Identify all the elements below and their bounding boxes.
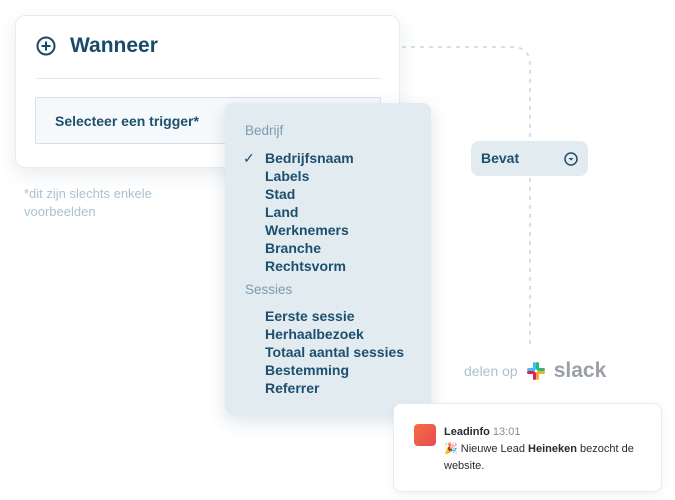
option-bedrijfsnaam[interactable]: ✓Bedrijfsnaam — [243, 150, 354, 166]
leadinfo-logo-icon — [414, 424, 436, 446]
examples-note: *dit zijn slechts enkele voorbeelden — [24, 186, 152, 219]
option-stad[interactable]: Stad — [265, 186, 296, 202]
option-branche[interactable]: Branche — [265, 240, 322, 256]
group-label-sessies: Sessies — [245, 282, 293, 297]
option-land[interactable]: Land — [265, 204, 299, 220]
share-label: delen op — [464, 363, 518, 379]
card-title: Wanneer — [70, 34, 158, 57]
option-bestemming[interactable]: Bestemming — [265, 362, 350, 378]
slack-logo-icon — [526, 362, 545, 380]
message-company: Heineken — [528, 443, 577, 455]
divider — [36, 78, 381, 79]
option-herhaalbezoek[interactable]: Herhaalbezoek — [265, 326, 364, 342]
trigger-dropdown: Bedrijf ✓Bedrijfsnaam Labels Stad Land W… — [225, 103, 431, 415]
option-rechtsvorm[interactable]: Rechtsvorm — [265, 258, 346, 274]
slack-message: Leadinfo 13:01 🎉 Nieuwe Lead Heineken be… — [393, 403, 662, 492]
option-werknemers[interactable]: Werknemers — [265, 222, 349, 238]
party-icon: 🎉 — [444, 443, 458, 455]
plus-circle-icon[interactable] — [36, 36, 56, 56]
message-sender: Leadinfo — [444, 426, 490, 438]
condition-select[interactable]: Bevat — [471, 141, 588, 176]
option-eerste-sessie[interactable]: Eerste sessie — [265, 308, 355, 324]
group-label-bedrijf: Bedrijf — [245, 123, 284, 138]
chevron-down-circle-icon — [564, 152, 578, 166]
condition-label: Bevat — [481, 150, 520, 166]
message-time: 13:01 — [492, 426, 521, 438]
option-labels[interactable]: Labels — [265, 168, 310, 184]
option-referrer[interactable]: Referrer — [265, 380, 320, 396]
message-text: Nieuwe Lead — [460, 443, 525, 455]
check-icon: ✓ — [243, 150, 255, 166]
option-totaal-sessies[interactable]: Totaal aantal sessies — [265, 344, 405, 360]
slack-wordmark: slack — [553, 359, 607, 382]
message-text-end: bezocht de website. — [444, 443, 634, 472]
share-on-slack: delen op slack — [464, 359, 606, 383]
